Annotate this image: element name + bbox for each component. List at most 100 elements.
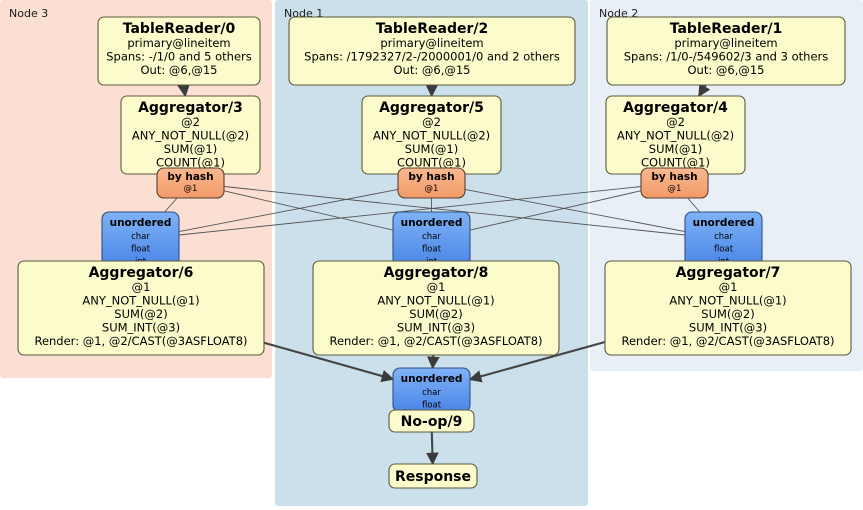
node-detail-aggregator3-3: COUNT(@1) [156, 156, 225, 170]
node-detail-aggregator4-0: @2 [666, 115, 685, 129]
node-shape-tablereader1 [606, 16, 846, 86]
node-detail-tablereader0-1: Spans: -/1/0 and 5 others [106, 50, 252, 64]
node-detail-unordered-mid-1: float [422, 245, 442, 255]
node-detail-unordered-right-1: float [714, 245, 734, 255]
node-shape-byhash-left [156, 167, 225, 199]
node-title-aggregator8: Aggregator/8 [384, 265, 489, 281]
edge-noop9-to-response [426, 431, 439, 466]
node-aggregator3[interactable]: Aggregator/3@2ANY_NOT_NULL(@2)SUM(@1)COU… [120, 95, 261, 175]
edge-aggregator7-to-unordered-final [468, 340, 606, 383]
node-detail-tablereader1-0: primary@lineitem [674, 36, 777, 50]
node-detail-aggregator7-3: SUM_INT(@3) [689, 321, 767, 335]
node-title-byhash-right: by hash [651, 171, 697, 183]
node-title-byhash-left: by hash [167, 171, 213, 183]
node-shape-aggregator8 [312, 260, 560, 356]
node-detail-unordered-final-1: float [422, 401, 442, 411]
node-aggregator8[interactable]: Aggregator/8@1ANY_NOT_NULL(@1)SUM(@2)SUM… [312, 260, 560, 356]
node-detail-aggregator5-3: COUNT(@1) [397, 156, 466, 170]
node-title-unordered-left: unordered [110, 217, 172, 229]
node-detail-aggregator8-1: ANY_NOT_NULL(@1) [377, 294, 494, 308]
node-detail-aggregator6-4: Render: @1, @2/CAST(@3ASFLOAT8) [34, 334, 247, 348]
node-detail-aggregator7-0: @1 [719, 280, 738, 294]
node-title-aggregator3: Aggregator/3 [138, 100, 243, 116]
node-byhash-right[interactable]: by hash@1 [640, 167, 709, 199]
node-detail-aggregator5-0: @2 [422, 115, 441, 129]
node-shape-noop9 [388, 409, 475, 433]
node-detail-aggregator6-1: ANY_NOT_NULL(@1) [82, 294, 199, 308]
edge-byhash-right-to-unordered-mid [469, 190, 642, 231]
node-byhash-mid[interactable]: by hash@1 [397, 167, 466, 199]
node-shape-tablereader0 [97, 16, 261, 86]
node-unordered-mid[interactable]: unorderedcharfloatint [392, 211, 471, 267]
node-detail-aggregator5-2: SUM(@1) [405, 142, 458, 156]
edge-byhash-left-to-unordered-mid [223, 190, 394, 231]
node-detail-tablereader1-2: Out: @6,@15 [688, 63, 765, 77]
node-detail-tablereader2-2: Out: @6,@15 [394, 63, 471, 77]
node-aggregator6[interactable]: Aggregator/6@1ANY_NOT_NULL(@1)SUM(@2)SUM… [17, 260, 265, 356]
node-detail-aggregator3-2: SUM(@1) [164, 142, 217, 156]
node-shape-aggregator6 [17, 260, 265, 356]
node-detail-unordered-final-0: char [422, 388, 441, 398]
node-title-noop9: No-op/9 [401, 414, 463, 430]
node-shape-byhash-right [640, 167, 709, 199]
node-byhash-left[interactable]: by hash@1 [156, 167, 225, 199]
node-detail-byhash-right-0: @1 [668, 184, 682, 194]
node-detail-aggregator8-3: SUM_INT(@3) [397, 321, 475, 335]
edge-byhash-mid-to-unordered-left [178, 188, 399, 233]
node-shape-byhash-mid [397, 167, 466, 199]
edge-aggregator6-to-unordered-final [263, 341, 395, 383]
node-title-tablereader2: TableReader/2 [376, 21, 489, 37]
node-detail-tablereader2-1: Spans: /1792327/2-/2000001/0 and 2 other… [304, 50, 560, 64]
edge-tablereader0-to-aggregator3 [177, 83, 190, 98]
node-detail-tablereader0-0: primary@lineitem [127, 36, 230, 50]
node-detail-aggregator6-2: SUM(@2) [114, 307, 167, 321]
edge-byhash-left-to-unordered-right [223, 186, 686, 236]
node-detail-aggregator3-0: @2 [181, 115, 200, 129]
edge-byhash-mid-to-unordered-right [464, 188, 686, 233]
edge-byhash-right-to-unordered-left [178, 186, 642, 236]
node-title-aggregator5: Aggregator/5 [379, 100, 484, 116]
node-unordered-left[interactable]: unorderedcharfloatint [101, 211, 180, 267]
node-detail-unordered-mid-0: char [422, 232, 441, 242]
node-title-unordered-right: unordered [693, 217, 755, 229]
node-detail-tablereader2-0: primary@lineitem [380, 36, 483, 50]
panel-label-node3: Node 3 [9, 7, 48, 20]
node-noop9[interactable]: No-op/9 [388, 409, 475, 433]
node-detail-aggregator4-3: COUNT(@1) [641, 156, 710, 170]
node-title-response: Response [395, 469, 471, 485]
node-title-aggregator6: Aggregator/6 [89, 265, 194, 281]
node-title-byhash-mid: by hash [408, 171, 454, 183]
edges-layer [164, 83, 711, 466]
node-detail-unordered-right-0: char [714, 232, 733, 242]
node-aggregator4[interactable]: Aggregator/4@2ANY_NOT_NULL(@2)SUM(@1)COU… [605, 95, 746, 175]
node-detail-aggregator5-1: ANY_NOT_NULL(@2) [373, 129, 490, 143]
node-detail-aggregator8-2: SUM(@2) [409, 307, 462, 321]
node-detail-aggregator3-1: ANY_NOT_NULL(@2) [132, 129, 249, 143]
node-shape-response [388, 463, 478, 489]
node-aggregator5[interactable]: Aggregator/5@2ANY_NOT_NULL(@2)SUM(@1)COU… [361, 95, 502, 175]
node-title-aggregator4: Aggregator/4 [623, 100, 728, 116]
node-detail-byhash-left-0: @1 [184, 184, 198, 194]
edge-byhash-left-to-unordered-left [164, 197, 178, 213]
node-detail-aggregator8-4: Render: @1, @2/CAST(@3ASFLOAT8) [329, 334, 542, 348]
node-detail-aggregator7-4: Render: @1, @2/CAST(@3ASFLOAT8) [621, 334, 834, 348]
node-aggregator7[interactable]: Aggregator/7@1ANY_NOT_NULL(@1)SUM(@2)SUM… [604, 260, 852, 356]
edge-byhash-right-to-unordered-right [687, 197, 701, 213]
node-title-tablereader1: TableReader/1 [670, 21, 783, 37]
node-detail-tablereader0-2: Out: @6,@15 [141, 63, 218, 77]
node-title-tablereader0: TableReader/0 [123, 21, 236, 37]
node-unordered-right[interactable]: unorderedcharfloatint [684, 211, 763, 267]
node-detail-byhash-mid-0: @1 [425, 184, 439, 194]
node-detail-aggregator4-1: ANY_NOT_NULL(@2) [617, 129, 734, 143]
node-title-aggregator7: Aggregator/7 [676, 265, 781, 281]
node-title-unordered-mid: unordered [401, 217, 463, 229]
node-detail-aggregator6-0: @1 [132, 280, 151, 294]
node-detail-aggregator4-2: SUM(@1) [649, 142, 702, 156]
node-response[interactable]: Response [388, 463, 478, 489]
